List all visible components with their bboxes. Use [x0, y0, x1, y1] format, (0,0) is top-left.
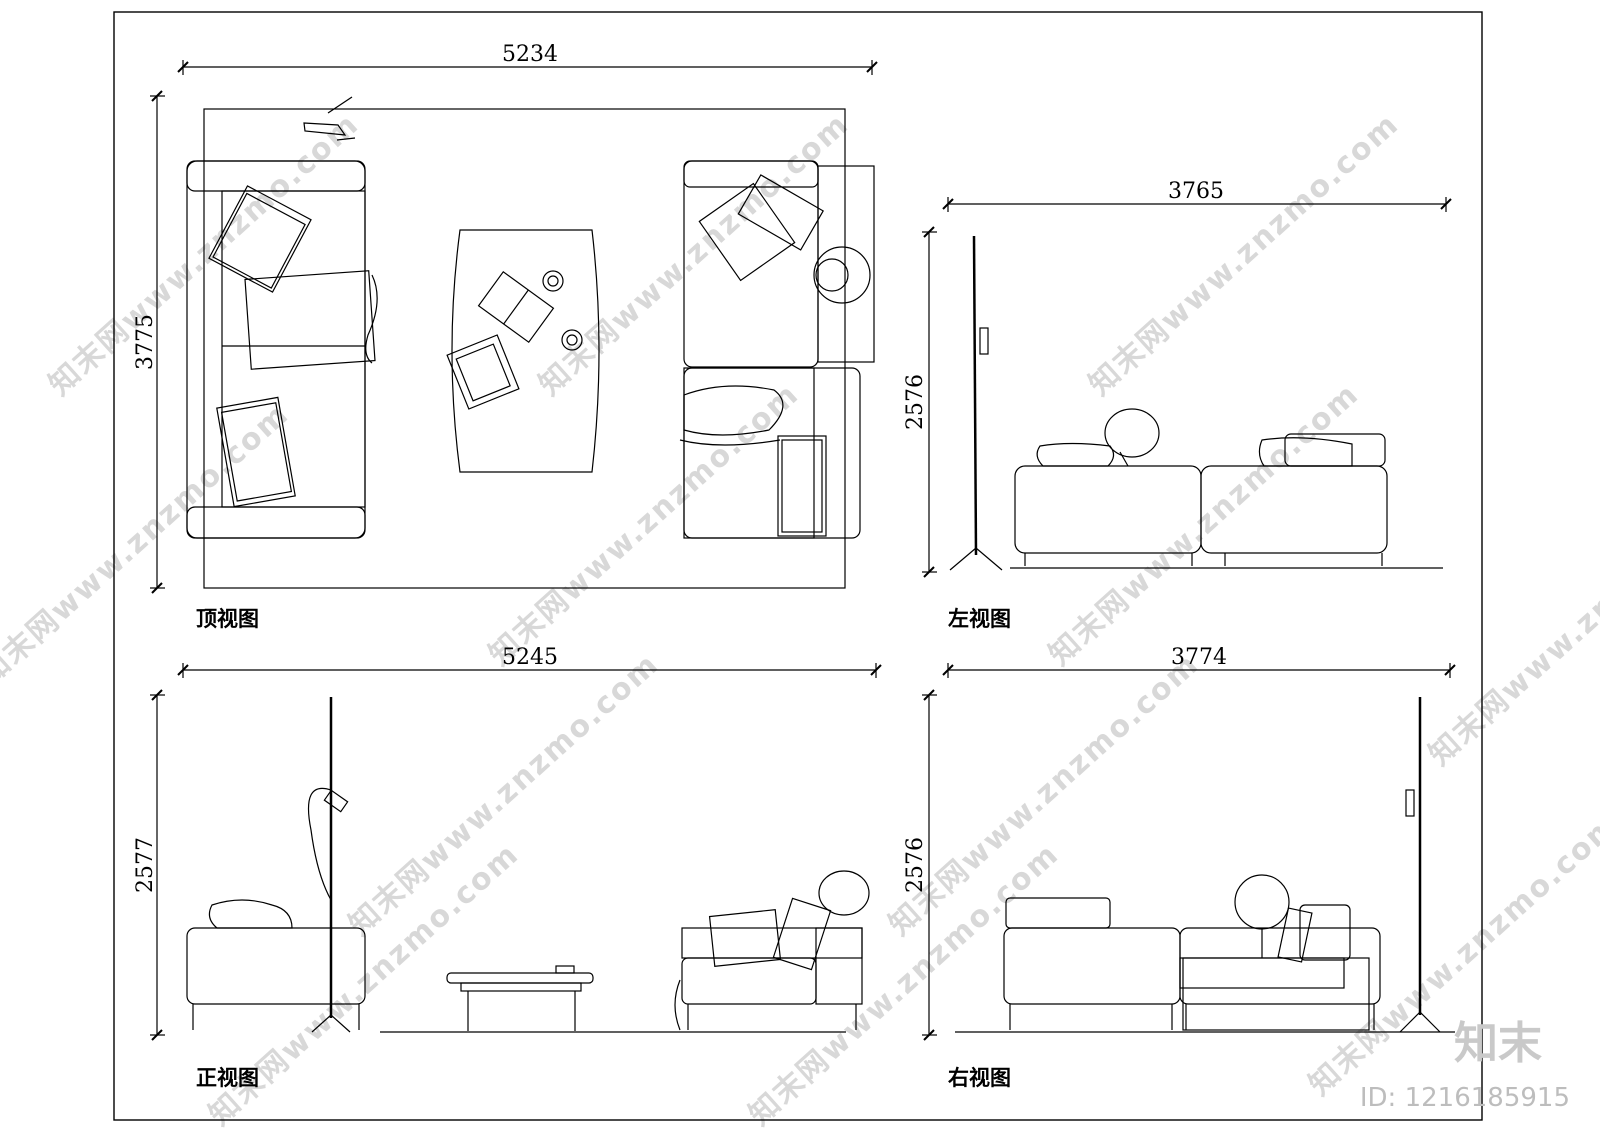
right-view-label: 右视图	[948, 1066, 1011, 1090]
right-view-height: 2576	[903, 837, 928, 893]
left-view: 3765 2576 左视图	[903, 179, 1452, 631]
top-view-height: 3775	[133, 314, 158, 370]
top-view-label: 顶视图	[196, 607, 259, 631]
right-view-width: 3774	[1171, 645, 1227, 670]
right-view: 3774 2576 右视图	[903, 645, 1456, 1090]
watermark-logo: 知末	[1454, 1018, 1542, 1069]
front-view-width: 5245	[502, 645, 558, 670]
front-view-height: 2577	[133, 837, 158, 893]
front-view: 5245 2577 正视图	[133, 645, 882, 1090]
watermark-id: ID: 1216185915	[1359, 1083, 1570, 1113]
top-view: 5234 3775	[133, 42, 878, 631]
left-view-height: 2576	[903, 374, 928, 430]
left-view-label: 左视图	[948, 607, 1011, 631]
top-view-width: 5234	[502, 42, 558, 67]
left-view-width: 3765	[1168, 179, 1224, 204]
front-view-label: 正视图	[196, 1066, 259, 1090]
sheet-border	[113, 11, 1483, 1121]
